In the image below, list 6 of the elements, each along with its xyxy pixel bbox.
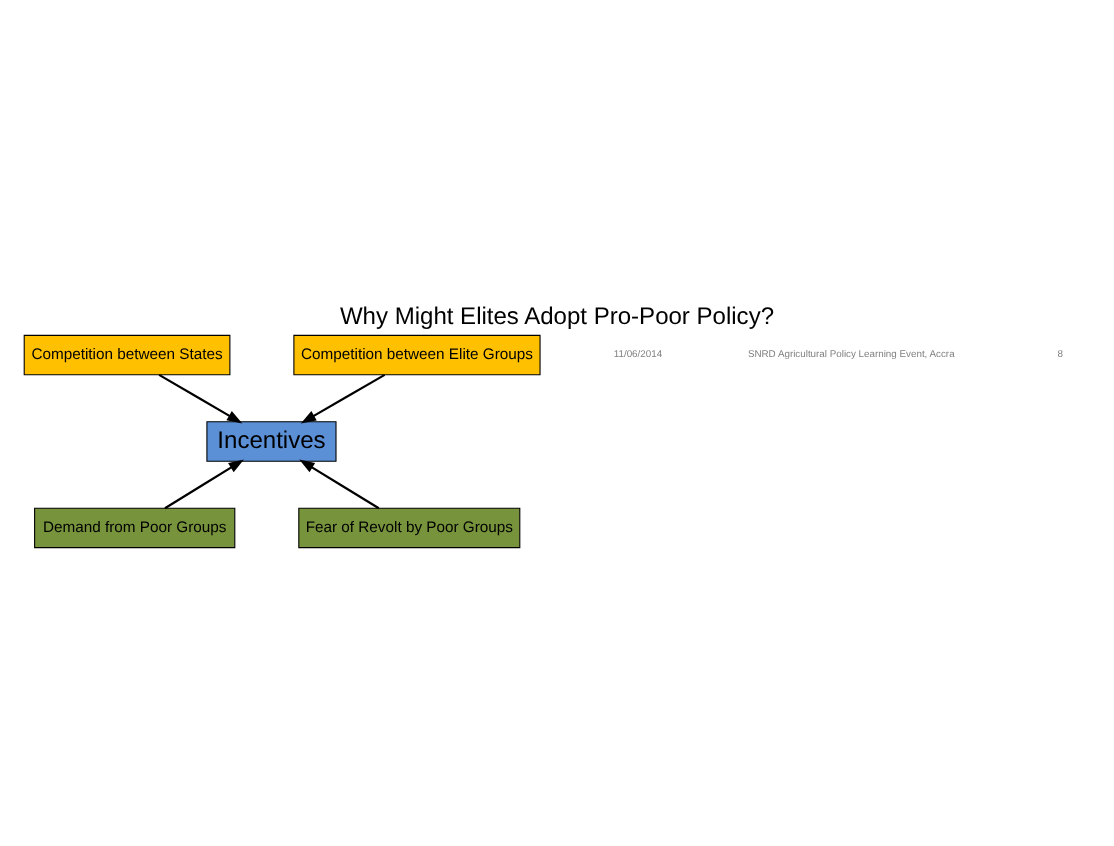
arrow xyxy=(299,458,380,509)
node-box: Incentives xyxy=(206,420,337,461)
arrow xyxy=(300,372,386,423)
diagram-title: Why Might Elites Adopt Pro-Poor Policy? xyxy=(339,301,775,330)
arrow xyxy=(164,458,244,509)
arrow xyxy=(158,372,243,423)
